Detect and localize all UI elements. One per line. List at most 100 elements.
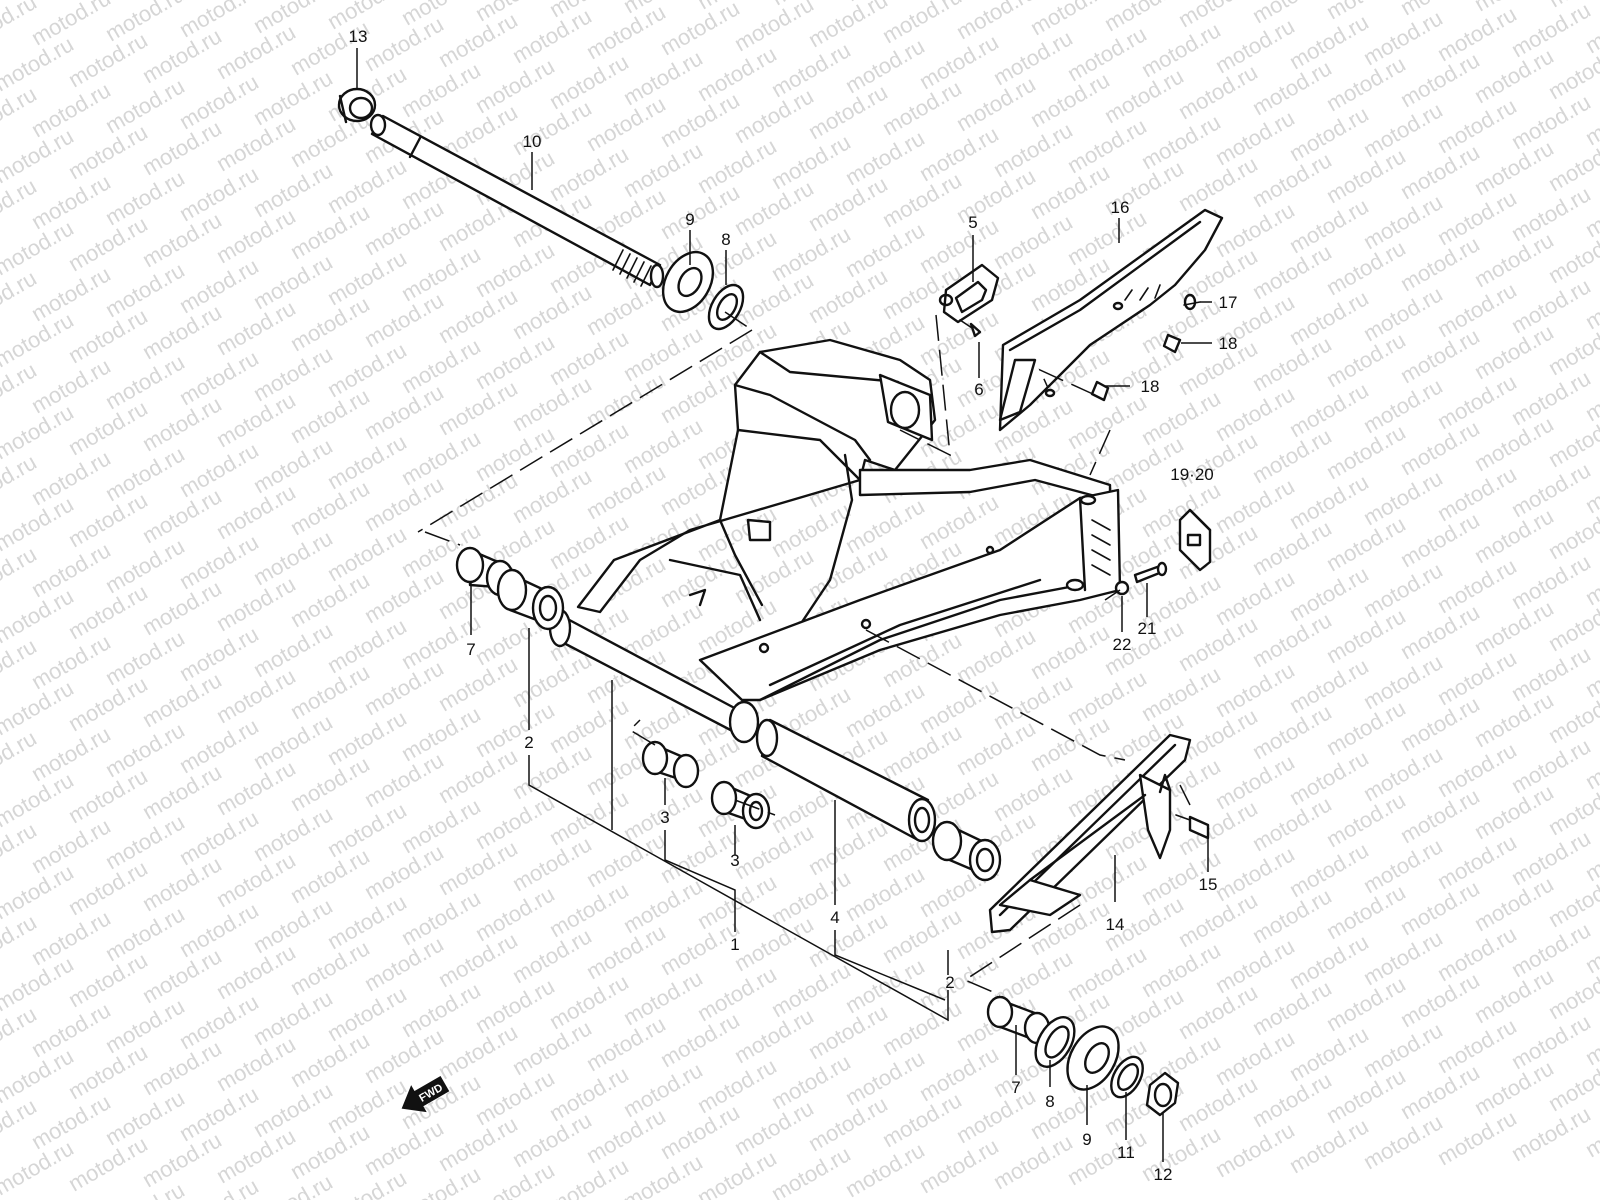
watermark-text: motod.ru: [101, 165, 189, 230]
watermark-text: motod.ru: [730, 0, 818, 56]
watermark-text: motod.ru: [619, 873, 707, 938]
callout-7-right: 7: [1011, 1078, 1020, 1097]
watermark-text: motod.ru: [767, 1141, 855, 1200]
watermark-text: motod.ru: [397, 241, 485, 306]
watermark-text: motod.ru: [1507, 549, 1595, 614]
part-4-sleeve: [755, 718, 937, 843]
watermark-text: motod.ru: [397, 333, 485, 398]
watermark-text: motod.ru: [989, 25, 1077, 90]
watermark-text: motod.ru: [693, 133, 781, 198]
watermark-text: motod.ru: [1433, 553, 1521, 618]
callout-9-bottom: 9: [1082, 1130, 1091, 1149]
part-3-bushing-a: [641, 740, 700, 789]
watermark-text: motod.ru: [471, 789, 559, 854]
part-12-nut: [1145, 1071, 1180, 1117]
watermark-text: motod.ru: [249, 249, 337, 314]
watermark-text: motod.ru: [1137, 109, 1225, 174]
watermark-text: motod.ru: [323, 153, 411, 218]
watermark-text: motod.ru: [1285, 285, 1373, 350]
watermark-text: motod.ru: [27, 537, 115, 602]
part-17-screw: [1183, 293, 1201, 311]
watermark-text: motod.ru: [323, 245, 411, 310]
callout-14: 14: [1106, 915, 1125, 934]
watermark-text: motod.ru: [1063, 21, 1151, 86]
watermark-text: motod.ru: [1137, 937, 1225, 1002]
watermark-text: motod.ru: [1285, 653, 1373, 718]
part-3-bushing-b: [710, 780, 771, 830]
watermark-text: motod.ru: [397, 57, 485, 122]
watermark-text: motod.ru: [27, 629, 115, 694]
watermark-text: motod.ru: [249, 1077, 337, 1142]
watermark-text: motod.ru: [175, 253, 263, 318]
watermark-text: motod.ru: [1285, 837, 1373, 902]
watermark-text: motod.ru: [101, 901, 189, 966]
part-9-bearing-top: [661, 250, 715, 314]
watermark-text: motod.ru: [841, 1045, 929, 1110]
watermark-text: motod.ru: [767, 1049, 855, 1114]
watermark-text: motod.ru: [841, 125, 929, 190]
watermark-text: motod.ru: [841, 1137, 929, 1200]
watermark-text: motod.ru: [27, 721, 115, 786]
watermark-text: motod.ru: [1507, 1009, 1595, 1074]
watermark-text: motod.ru: [1285, 377, 1373, 442]
watermark-text: motod.ru: [101, 1085, 189, 1150]
callout-2-right: 2: [945, 973, 954, 992]
watermark-text: motod.ru: [545, 417, 633, 482]
watermark-text: motod.ru: [656, 0, 744, 60]
watermark-text: motod.ru: [471, 1065, 559, 1130]
watermark-text: motod.ru: [545, 325, 633, 390]
watermark-text: motod.ru: [1285, 1021, 1373, 1086]
watermark-text: motod.ru: [952, 0, 1040, 44]
callout-8-top: 8: [721, 230, 730, 249]
watermark-text: motod.ru: [1507, 89, 1595, 154]
callout-18-b: 18: [1141, 377, 1160, 396]
watermark-text: motod.ru: [323, 705, 411, 770]
watermark-text: motod.ru: [619, 321, 707, 386]
watermark-text: motod.ru: [619, 413, 707, 478]
watermark-text: motod.ru: [1211, 1117, 1299, 1182]
watermark-text: motod.ru: [545, 1061, 633, 1126]
watermark-text: motod.ru: [175, 437, 263, 502]
watermark-text: motod.ru: [841, 493, 929, 558]
watermark-text: motod.ru: [27, 77, 115, 142]
watermark-text: motod.ru: [397, 701, 485, 766]
watermark-text: motod.ru: [1285, 193, 1373, 258]
watermark-text: motod.ru: [1507, 641, 1595, 706]
watermark-text: motod.ru: [1359, 1109, 1447, 1174]
part-21-bolt: [1133, 561, 1168, 584]
watermark-text: motod.ru: [915, 673, 1003, 738]
watermark-text: motod.ru: [175, 805, 263, 870]
watermark-text: motod.ru: [1359, 1017, 1447, 1082]
callout-2-left: 2: [524, 733, 533, 752]
watermark-text: motod.ru: [323, 613, 411, 678]
watermark-text: motod.ru: [1100, 0, 1188, 36]
watermark-text: motod.ru: [1359, 925, 1447, 990]
callout-11: 11: [1117, 1143, 1135, 1162]
watermark-text: motod.ru: [471, 329, 559, 394]
watermark-text: motod.ru: [175, 1081, 263, 1146]
part-16-chain-guard: [998, 208, 1224, 432]
callout-5: 5: [968, 213, 977, 232]
watermark-text: motod.ru: [1211, 381, 1299, 446]
callout-19-20: 19·20: [1170, 465, 1213, 484]
watermark-text: motod.ru: [101, 349, 189, 414]
callout-21: 21: [1138, 619, 1157, 638]
part-9-bearing-bottom: [1066, 1025, 1120, 1091]
part-2-bushing-left: [496, 568, 565, 631]
watermark-text: motod.ru: [915, 121, 1003, 186]
watermark-text: motod.ru: [175, 529, 263, 594]
watermark-text: motod.ru: [471, 421, 559, 486]
part-8-washer-bottom: [1034, 1016, 1076, 1068]
watermark-text: motod.ru: [1063, 113, 1151, 178]
callout-12: 12: [1154, 1165, 1173, 1184]
watermark-text: motod.ru: [101, 533, 189, 598]
watermark-text: motod.ru: [1211, 841, 1299, 906]
watermark-text: motod.ru: [545, 49, 633, 114]
watermark-text: motod.ru: [1507, 457, 1595, 522]
watermark-text: motod.ru: [1211, 565, 1299, 630]
watermark-text: motod.ru: [1359, 97, 1447, 162]
watermark-text: motod.ru: [323, 889, 411, 954]
watermark-text: motod.ru: [693, 41, 781, 106]
watermark-text: motod.ru: [101, 809, 189, 874]
